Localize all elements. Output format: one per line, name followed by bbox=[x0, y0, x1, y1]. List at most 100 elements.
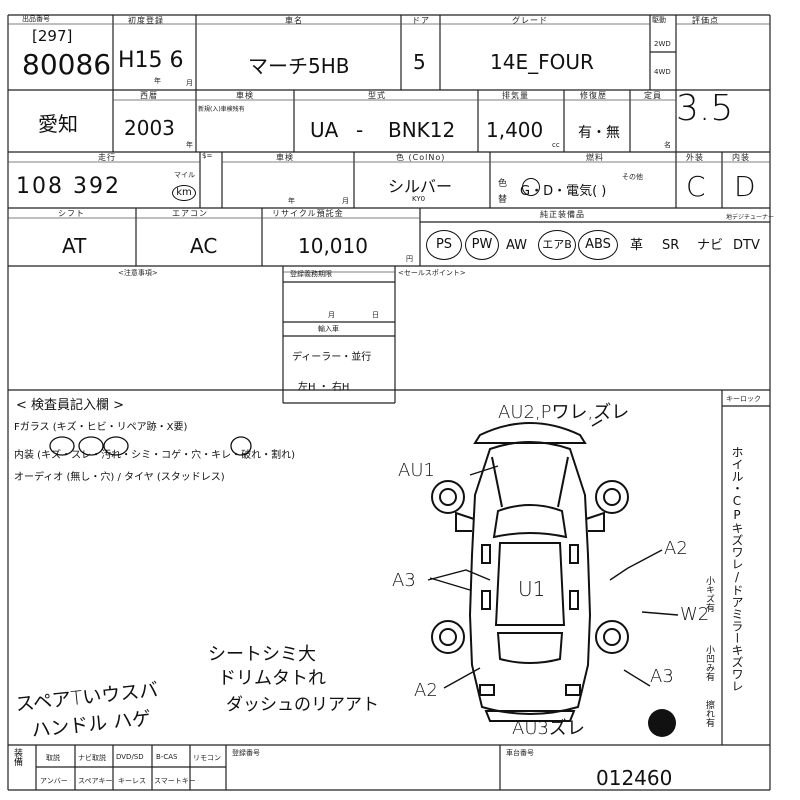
equip-aw: AW bbox=[506, 238, 528, 253]
footer-item-manual: 取説 bbox=[46, 754, 60, 762]
equip-sr: SR bbox=[662, 238, 680, 253]
equip-navi: ナビ bbox=[697, 238, 724, 253]
color-change: 色 bbox=[498, 179, 508, 189]
color-label: 色 (ColNo) bbox=[396, 153, 446, 162]
fuel-selected-circle bbox=[522, 178, 540, 196]
inspection-label: 車検 bbox=[236, 91, 254, 100]
inspection-note: 新規(入)車検残有 bbox=[198, 106, 245, 113]
mileage-mile: マイル bbox=[174, 171, 195, 179]
lot-label: 出品番号 bbox=[22, 15, 50, 23]
doors: 5 bbox=[413, 50, 426, 74]
interior-line: 内装 (キズ・スレ・汚れ・シミ・コゲ・穴・キレ・破れ・割れ) bbox=[14, 450, 295, 461]
fuel-label: 燃料 bbox=[586, 153, 604, 162]
equip-abs: ABS bbox=[578, 230, 618, 260]
fuel: G・D・電気( ) bbox=[520, 184, 607, 199]
equip-airbag: エアB bbox=[538, 230, 576, 260]
side-wheel-notes: ホイル・CPキズワレ/ドアミラーキズワレ bbox=[730, 446, 744, 692]
score: 3.5 bbox=[676, 88, 734, 129]
color: シルバー bbox=[388, 177, 453, 196]
recycle-label: リサイクル預託金 bbox=[272, 209, 344, 218]
month-unit: 月 bbox=[186, 79, 193, 87]
damage-right-mid: W2 bbox=[680, 604, 710, 625]
damage-left-rear: A2 bbox=[414, 680, 438, 701]
equipment-label: 純正装備品 bbox=[540, 210, 585, 219]
exterior-label: 外装 bbox=[686, 153, 704, 162]
footer-item-keyless: キーレス bbox=[118, 777, 146, 785]
footer-item-amber: アンバー bbox=[40, 777, 68, 785]
shift: AT bbox=[62, 234, 87, 258]
inspector-circle-marks bbox=[49, 436, 252, 456]
car-name: マーチ5HB bbox=[248, 54, 350, 78]
model-year-label: 西暦 bbox=[140, 91, 158, 100]
import-steering: 左H ・ 右H bbox=[298, 382, 350, 393]
capacity-unit: 名 bbox=[664, 141, 671, 149]
drive-label: 駆動 bbox=[652, 16, 666, 24]
key-lock-label: キーロック bbox=[726, 395, 761, 403]
tax-label: $= bbox=[202, 152, 213, 160]
type-dash: - bbox=[356, 118, 364, 142]
inspector-title: < 検査員記入欄 > bbox=[16, 398, 125, 413]
year-unit: 年 bbox=[154, 77, 161, 85]
ac: AC bbox=[190, 234, 218, 258]
lot-seq: [297] bbox=[32, 27, 73, 45]
car-name-label: 車名 bbox=[285, 16, 303, 25]
type-code: BNK12 bbox=[388, 118, 456, 142]
expiry-month: 月 bbox=[328, 311, 335, 319]
footer-item-remote: リモコン bbox=[193, 754, 221, 762]
shaken-month: 月 bbox=[342, 197, 349, 205]
first-reg: H15 6 bbox=[118, 48, 184, 73]
displacement-unit: cc bbox=[552, 141, 560, 149]
damage-rear: AU3ズレ bbox=[512, 718, 585, 739]
shaken-label: 車検 bbox=[276, 153, 294, 162]
equip-leather: 革 bbox=[630, 238, 644, 253]
model-year-unit: 年 bbox=[186, 141, 193, 149]
type-label: 型式 bbox=[368, 91, 386, 100]
expiry-day: 日 bbox=[372, 311, 379, 319]
grade: 14E_FOUR bbox=[490, 50, 594, 74]
equip-dtv: DTV bbox=[733, 238, 760, 253]
equip-pw: PW bbox=[465, 230, 499, 260]
color-change-2: 替 bbox=[498, 195, 508, 205]
first-reg-label: 初度登録 bbox=[128, 16, 164, 25]
doors-label: ドア bbox=[412, 16, 430, 25]
terrestrial-label: 地デジチューナー bbox=[726, 214, 775, 221]
interior-label: 内装 bbox=[732, 153, 750, 162]
interior-score: D bbox=[734, 170, 756, 203]
footer-item-navi-manual: ナビ取説 bbox=[78, 754, 106, 762]
footer-item-spare-key: スペアキー bbox=[78, 777, 113, 785]
chassis-label: 車台番号 bbox=[506, 749, 534, 757]
chassis-number: 012460 bbox=[596, 766, 673, 790]
mileage-unit: km bbox=[172, 185, 196, 201]
caution-label: <注意事項> bbox=[118, 269, 158, 277]
footer-item-smart-key: スマートキー bbox=[154, 777, 196, 785]
lot-number: 80086 bbox=[22, 48, 112, 81]
damage-pointers bbox=[427, 419, 679, 689]
shaken-year: 年 bbox=[288, 197, 295, 205]
sales-label: <セールスポイント> bbox=[398, 269, 466, 277]
grade-label: グレード bbox=[512, 16, 548, 25]
damage-front: AU2,Pワレ,ズレ bbox=[498, 402, 630, 423]
score-label: 評価点 bbox=[692, 16, 719, 25]
damage-left-mid: A3 bbox=[392, 570, 416, 591]
damage-right-rear: A3 bbox=[650, 666, 674, 687]
mileage: 108 392 bbox=[16, 174, 121, 199]
side-sub-2: 小凹み有 bbox=[704, 645, 714, 681]
note-seat-stain: シートシミ大 bbox=[208, 644, 316, 665]
color-code: KY0 bbox=[412, 195, 426, 203]
region: 愛知 bbox=[38, 112, 78, 136]
type-prefix: UA bbox=[310, 118, 339, 142]
import-dealer: ディーラー・並行 bbox=[292, 352, 372, 363]
capacity-label: 定員 bbox=[644, 91, 662, 100]
import-label: 輸入車 bbox=[318, 325, 339, 333]
expiry-label: 登録義務期限 bbox=[290, 270, 332, 278]
side-sub-3: 擦れ有 bbox=[704, 700, 714, 727]
audio-line: オーディオ (無し・穴) / タイヤ (スタッドレス) bbox=[14, 472, 225, 483]
displacement: 1,400 bbox=[486, 118, 544, 142]
plate-label: 登録番号 bbox=[232, 749, 260, 757]
fuel-other: その他 bbox=[622, 173, 643, 181]
recycle-unit: 円 bbox=[406, 255, 413, 263]
car-diagram bbox=[431, 422, 629, 722]
equip-ps: PS bbox=[426, 230, 462, 260]
